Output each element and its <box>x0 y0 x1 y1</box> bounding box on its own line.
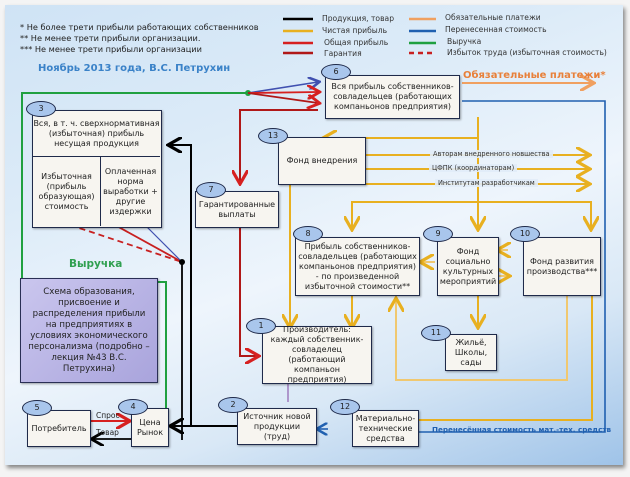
diagram-description: Схема образования, присвоение и распреде… <box>20 278 158 383</box>
node-3-left: Избыточная (прибыль образующая) стоимост… <box>33 157 101 226</box>
node-7-badge: 7 <box>196 182 226 198</box>
node-8-owners-surplus-profit[interactable]: Прибыль собственников-совладельцев (рабо… <box>295 237 420 296</box>
to-cfpk-label: ЦФПК (координаторам) <box>429 164 518 172</box>
node-9-social-fund[interactable]: Фонд социально культурных мероприятий <box>437 237 499 296</box>
goods-label: Товар <box>96 428 119 437</box>
legend-net-profit: Чистая прибыль <box>322 26 388 35</box>
node-13-implementation-fund[interactable]: Фонд внедрения <box>278 137 366 185</box>
legend-surplus: Избыток труда (избыточная стоимость) <box>447 48 607 57</box>
node-3-all-profit[interactable]: Вся, в т. ч. сверхнормативная (избыточна… <box>32 110 162 228</box>
node-11-housing-schools[interactable]: Жильё, Школы, сады <box>445 334 497 371</box>
to-authors-label: Авторам внедренного новшества <box>430 150 553 158</box>
node-9-badge: 9 <box>423 226 453 242</box>
legend-revenue: Выручка <box>447 37 482 46</box>
node-3-top: Вся, в т. ч. сверхнормативная (избыточна… <box>33 111 160 157</box>
node-10-development-fund[interactable]: Фонд развития производства*** <box>523 237 601 296</box>
node-4-badge: 4 <box>118 399 148 415</box>
node-12-badge: 12 <box>330 399 360 415</box>
node-6-badge: 6 <box>321 64 351 80</box>
node-1-badge: 1 <box>246 318 276 334</box>
to-institutes-label: Институтам разработчикам <box>435 179 538 187</box>
legend-total-profit: Общая прибыль <box>324 38 389 47</box>
footnote-3: *** Не менее трети прибыли организации <box>20 44 202 54</box>
legend-products: Продукция, товар <box>322 14 395 23</box>
author-date: Ноябрь 2013 года, В.С. Петрухин <box>38 63 231 74</box>
legend-swatches <box>283 17 436 55</box>
legend-transferred: Перенесенная стоимость <box>445 25 547 34</box>
footnote-1: * Не более трети прибыли работающих собс… <box>20 22 259 32</box>
node-5-consumer[interactable]: Потребитель <box>27 410 91 447</box>
node-1-producer[interactable]: Производитель: каждый собственник-совлад… <box>262 325 372 384</box>
node-12-material-resources[interactable]: Материально-технические средства <box>352 410 419 447</box>
node-2-badge: 2 <box>218 397 248 413</box>
node-3-badge: 3 <box>26 101 56 117</box>
node-6-owners-profit[interactable]: Вся прибыль собственников-совладельцев (… <box>325 75 460 119</box>
node-5-badge: 5 <box>22 400 52 416</box>
legend-mandatory: Обязательные платежи <box>445 13 541 22</box>
demand-label: Спрос <box>96 411 120 420</box>
footnote-2: ** Не менее трети прибыли организации. <box>20 33 201 43</box>
node-13-badge: 13 <box>258 128 288 144</box>
node-10-badge: 10 <box>510 226 540 242</box>
transferred-cost-label: Перенесённая стоимость мат.-тех. средств <box>432 425 612 434</box>
node-3-right: Оплаченная норма выработки + другие изде… <box>103 166 158 216</box>
legend-guarantee: Гарантия <box>324 49 362 58</box>
node-8-badge: 8 <box>293 226 323 242</box>
node-2-labor-source[interactable]: Источник новой продукции (труд) <box>237 408 317 445</box>
node-11-badge: 11 <box>421 325 451 341</box>
mandatory-payments-label: Обязательные платежи* <box>463 70 606 81</box>
revenue-label: Выручка <box>69 258 123 270</box>
